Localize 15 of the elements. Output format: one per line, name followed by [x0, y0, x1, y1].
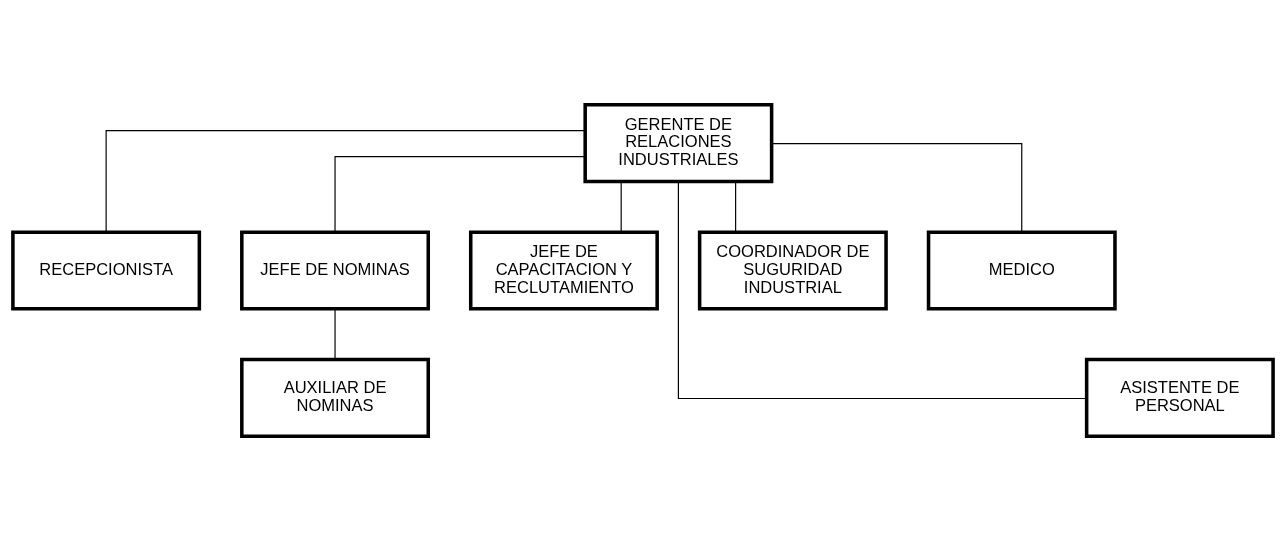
connector — [677, 180, 1087, 399]
connector — [620, 180, 622, 233]
connector — [334, 155, 586, 233]
connector — [334, 308, 336, 360]
connector — [105, 129, 586, 232]
connector — [735, 180, 737, 233]
connector — [771, 142, 1023, 233]
node-box: JEFE DE CAPACITACION Y RECLUTAMIENTO — [468, 229, 659, 311]
node-box: AUXILIAR DE NOMINAS — [240, 357, 430, 438]
node-box: MEDICO — [926, 229, 1117, 311]
node-box: JEFE DE NOMINAS — [240, 229, 430, 311]
node-box: RECEPCIONISTA — [11, 229, 202, 311]
node-box: COORDINADOR DE SUGURIDAD INDUSTRIAL — [697, 229, 888, 311]
node-box: GERENTE DE RELACIONES INDUSTRIALES — [583, 102, 774, 183]
node-box: ASISTENTE DE PERSONAL — [1084, 357, 1275, 438]
